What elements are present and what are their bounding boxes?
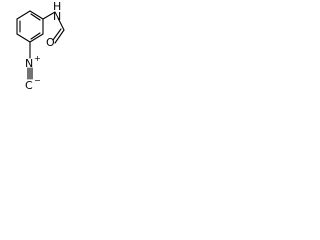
amide-h-label: H [53, 0, 61, 13]
ring-bond-3 [29, 33, 44, 43]
ring-to-nh-bond [42, 11, 56, 20]
ring-bond-1 [29, 10, 44, 20]
ring-double-bond-1 [30, 13, 41, 21]
ring-double-bond-2 [30, 32, 41, 40]
benzene-ring [16, 10, 44, 43]
carbonyl-double-bond [52, 28, 62, 41]
ring-bond-6 [16, 10, 31, 20]
structure-canvas: H N O N + C − [0, 0, 77, 104]
isocyano-n-charge: + [34, 54, 41, 63]
carbonyl-o-label: O [46, 36, 55, 49]
nh-to-carbonyl-bond [57, 17, 65, 31]
isocyano-c-charge: − [34, 76, 41, 85]
amide-n-label: N [53, 10, 61, 23]
carbonyl-to-o-bond [54, 29, 65, 44]
molecule-diagram: H N O N + C − [16, 0, 65, 92]
isocyano-c-label: C [25, 79, 33, 92]
ring-bond-4 [16, 33, 31, 43]
isocyano-n-label: N [25, 57, 33, 70]
